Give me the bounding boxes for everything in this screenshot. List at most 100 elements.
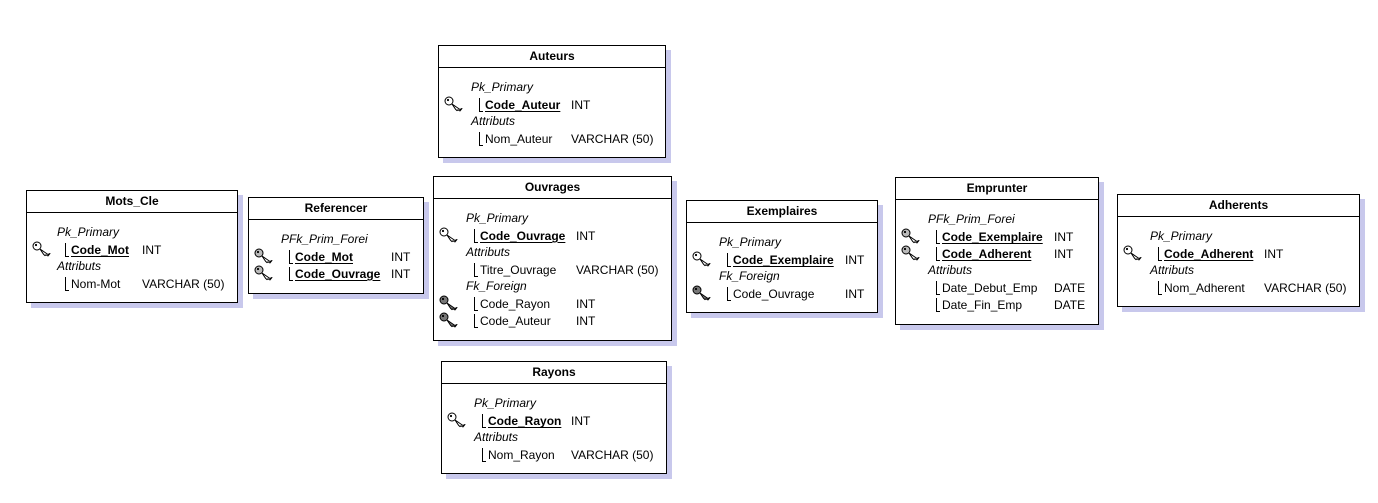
entity-title: Emprunter [896,178,1098,200]
section-label: Attributs [57,259,102,273]
column-row[interactable]: Code_Ouvrage INT [474,228,667,245]
column-name: Code_Adherent [1164,247,1254,261]
column-row[interactable]: Date_Fin_Emp DATE [936,297,1094,314]
foreign-key-icon [439,312,459,328]
column-row[interactable]: Titre_Ouvrage VARCHAR (50) [474,262,667,279]
section-label: Pk_Primary [1150,229,1213,243]
tree-connector [289,267,293,281]
section-label: Pk_Primary [57,225,120,239]
section-label: Attributs [474,430,519,444]
column-name: Code_Ouvrage [295,267,381,281]
column-type: DATE [1054,281,1086,295]
column-name: Code_Auteur [485,98,561,112]
column-row[interactable]: Code_Exemplaire INT [936,229,1094,246]
entity-title: Referencer [249,198,423,220]
column-type: INT [576,229,596,243]
tree-connector [936,247,940,261]
column-row[interactable]: Code_Exemplaire INT [727,252,873,269]
column-type: VARCHAR (50) [142,277,225,291]
column-name: Nom_Rayon [488,448,555,462]
entity-title: Auteurs [439,46,665,68]
column-row[interactable]: Nom_Rayon VARCHAR (50) [482,447,662,464]
entity-title: Mots_Cle [27,191,237,213]
section-label: Pk_Primary [719,235,782,249]
tree-connector [482,414,486,428]
primary-key-icon [444,96,464,112]
column-name: Code_Ouvrage [733,287,815,301]
tree-connector [65,243,69,257]
primary-key-icon [692,251,712,267]
tree-connector [482,448,486,462]
column-row[interactable]: Date_Debut_Emp DATE [936,280,1094,297]
column-row[interactable]: Code_Rayon INT [482,413,662,430]
tree-connector [936,281,940,295]
section-label: Pk_Primary [471,80,534,94]
column-row[interactable]: Code_Ouvrage INT [727,286,873,303]
tree-connector [936,298,940,312]
section-label: Attributs [471,114,516,128]
column-row[interactable]: Code_Auteur INT [474,313,667,330]
primary-key-icon [439,227,459,243]
column-row[interactable]: Nom_Adherent VARCHAR (50) [1158,280,1355,297]
column-type: VARCHAR (50) [1264,281,1347,295]
column-row[interactable]: Code_Rayon INT [474,296,667,313]
column-type: INT [845,287,865,301]
column-name: Nom_Auteur [485,132,553,146]
column-type: INT [845,253,865,267]
entity-title: Exemplaires [687,201,877,223]
primary-key-icon [1123,245,1143,261]
column-name: Code_Rayon [480,297,551,311]
column-name: Code_Rayon [488,414,562,428]
column-type: INT [576,314,596,328]
primary-key-icon [32,241,52,257]
section-label: PFk_Prim_Forei [281,232,368,246]
column-name: Code_Ouvrage [480,229,566,243]
column-name: Date_Debut_Emp [942,281,1038,295]
entity-title: Adherents [1118,195,1359,217]
tree-connector [474,297,478,311]
column-type: VARCHAR (50) [571,448,654,462]
column-name: Code_Exemplaire [942,230,1043,244]
column-name: Code_Exemplaire [733,253,834,267]
section-label: Attributs [466,245,511,259]
tree-connector [474,314,478,328]
column-name: Code_Auteur [480,314,551,328]
column-type: VARCHAR (50) [576,263,659,277]
column-name: Code_Mot [71,243,129,257]
column-type: DATE [1054,298,1086,312]
column-type: INT [1054,230,1074,244]
foreign-key-icon [692,285,712,301]
column-type: INT [1054,247,1074,261]
column-type: VARCHAR (50) [571,132,654,146]
column-row[interactable]: Nom-Mot VARCHAR (50) [65,276,233,293]
column-type: INT [571,414,591,428]
tree-connector [479,132,483,146]
tree-connector [1158,247,1162,261]
section-label: Attributs [928,263,973,277]
column-row[interactable]: Nom_Auteur VARCHAR (50) [479,131,661,148]
entity-title: Ouvrages [434,177,671,199]
section-label: Pk_Primary [466,211,529,225]
column-name: Date_Fin_Emp [942,298,1023,312]
column-name: Nom-Mot [71,277,121,291]
tree-connector [474,263,478,277]
column-name: Titre_Ouvrage [480,263,557,277]
column-type: INT [576,297,596,311]
column-name: Nom_Adherent [1164,281,1245,295]
section-label: PFk_Prim_Forei [928,212,1015,226]
tree-connector [289,250,293,264]
